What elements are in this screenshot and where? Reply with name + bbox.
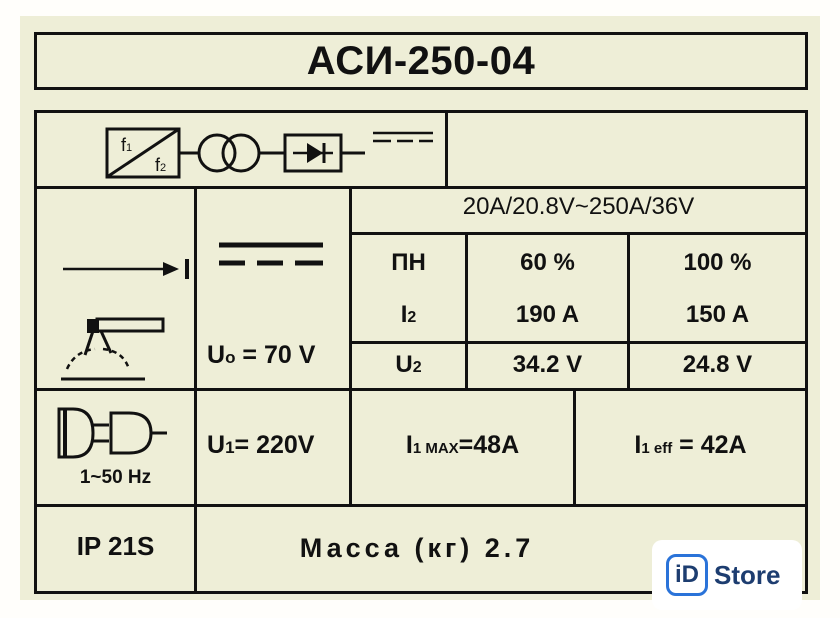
max-input-current: I1 MAX=48A: [405, 431, 520, 459]
supply-voltage: U1= 220V: [207, 431, 315, 459]
model-name: АСИ-250-04: [306, 38, 536, 83]
mass: Масса (кг) 2.7: [299, 533, 535, 563]
f2-label: f2: [155, 155, 167, 175]
output-current-arrow-icon: [63, 259, 189, 279]
rating-plate: АСИ-250-04: [20, 16, 820, 600]
row-divider: [37, 388, 805, 391]
store-logo-icon: iD: [666, 554, 708, 596]
col-divider: [573, 388, 576, 504]
output-range: 20A/20.8V~250A/36V: [462, 193, 695, 220]
i2-100: 150 A: [685, 301, 750, 328]
store-name: Store: [714, 560, 781, 590]
col-divider: [465, 232, 468, 388]
f1-label: f1: [121, 135, 133, 155]
u2-60: 34.2 V: [512, 351, 583, 378]
duty-label: ПН: [391, 249, 426, 276]
i2-label: I2: [400, 301, 417, 328]
row-divider: [349, 341, 805, 344]
u2-100: 24.8 V: [682, 351, 753, 378]
row-divider: [37, 504, 805, 507]
u2-label: U2: [395, 351, 422, 378]
duty-60: 60 %: [520, 249, 575, 276]
open-circuit-voltage: Uo = 70 V: [207, 341, 316, 369]
i2-60: 190 A: [515, 301, 580, 328]
spec-grid: f1 f2 Uo = 70 V: [34, 110, 808, 594]
supply-frequency: 1~50 Hz: [79, 467, 152, 488]
col-divider: [445, 113, 448, 186]
inverter-schematic-icon: [105, 127, 433, 179]
store-watermark: iD Store: [652, 540, 802, 610]
col-divider: [194, 186, 197, 591]
model-title: АСИ-250-04: [34, 32, 808, 90]
col-divider: [627, 232, 630, 388]
row-divider: [37, 186, 805, 189]
effective-input-current: I1 eff = 42A: [634, 431, 747, 459]
row-divider: [349, 232, 805, 235]
mains-plug-icon: [57, 407, 167, 459]
duty-100: 100 %: [683, 249, 752, 276]
col-divider: [349, 186, 352, 504]
dc-symbol-icon: [219, 242, 323, 266]
welding-torch-icon: [61, 317, 165, 381]
protection-class: IP 21S: [76, 531, 155, 561]
